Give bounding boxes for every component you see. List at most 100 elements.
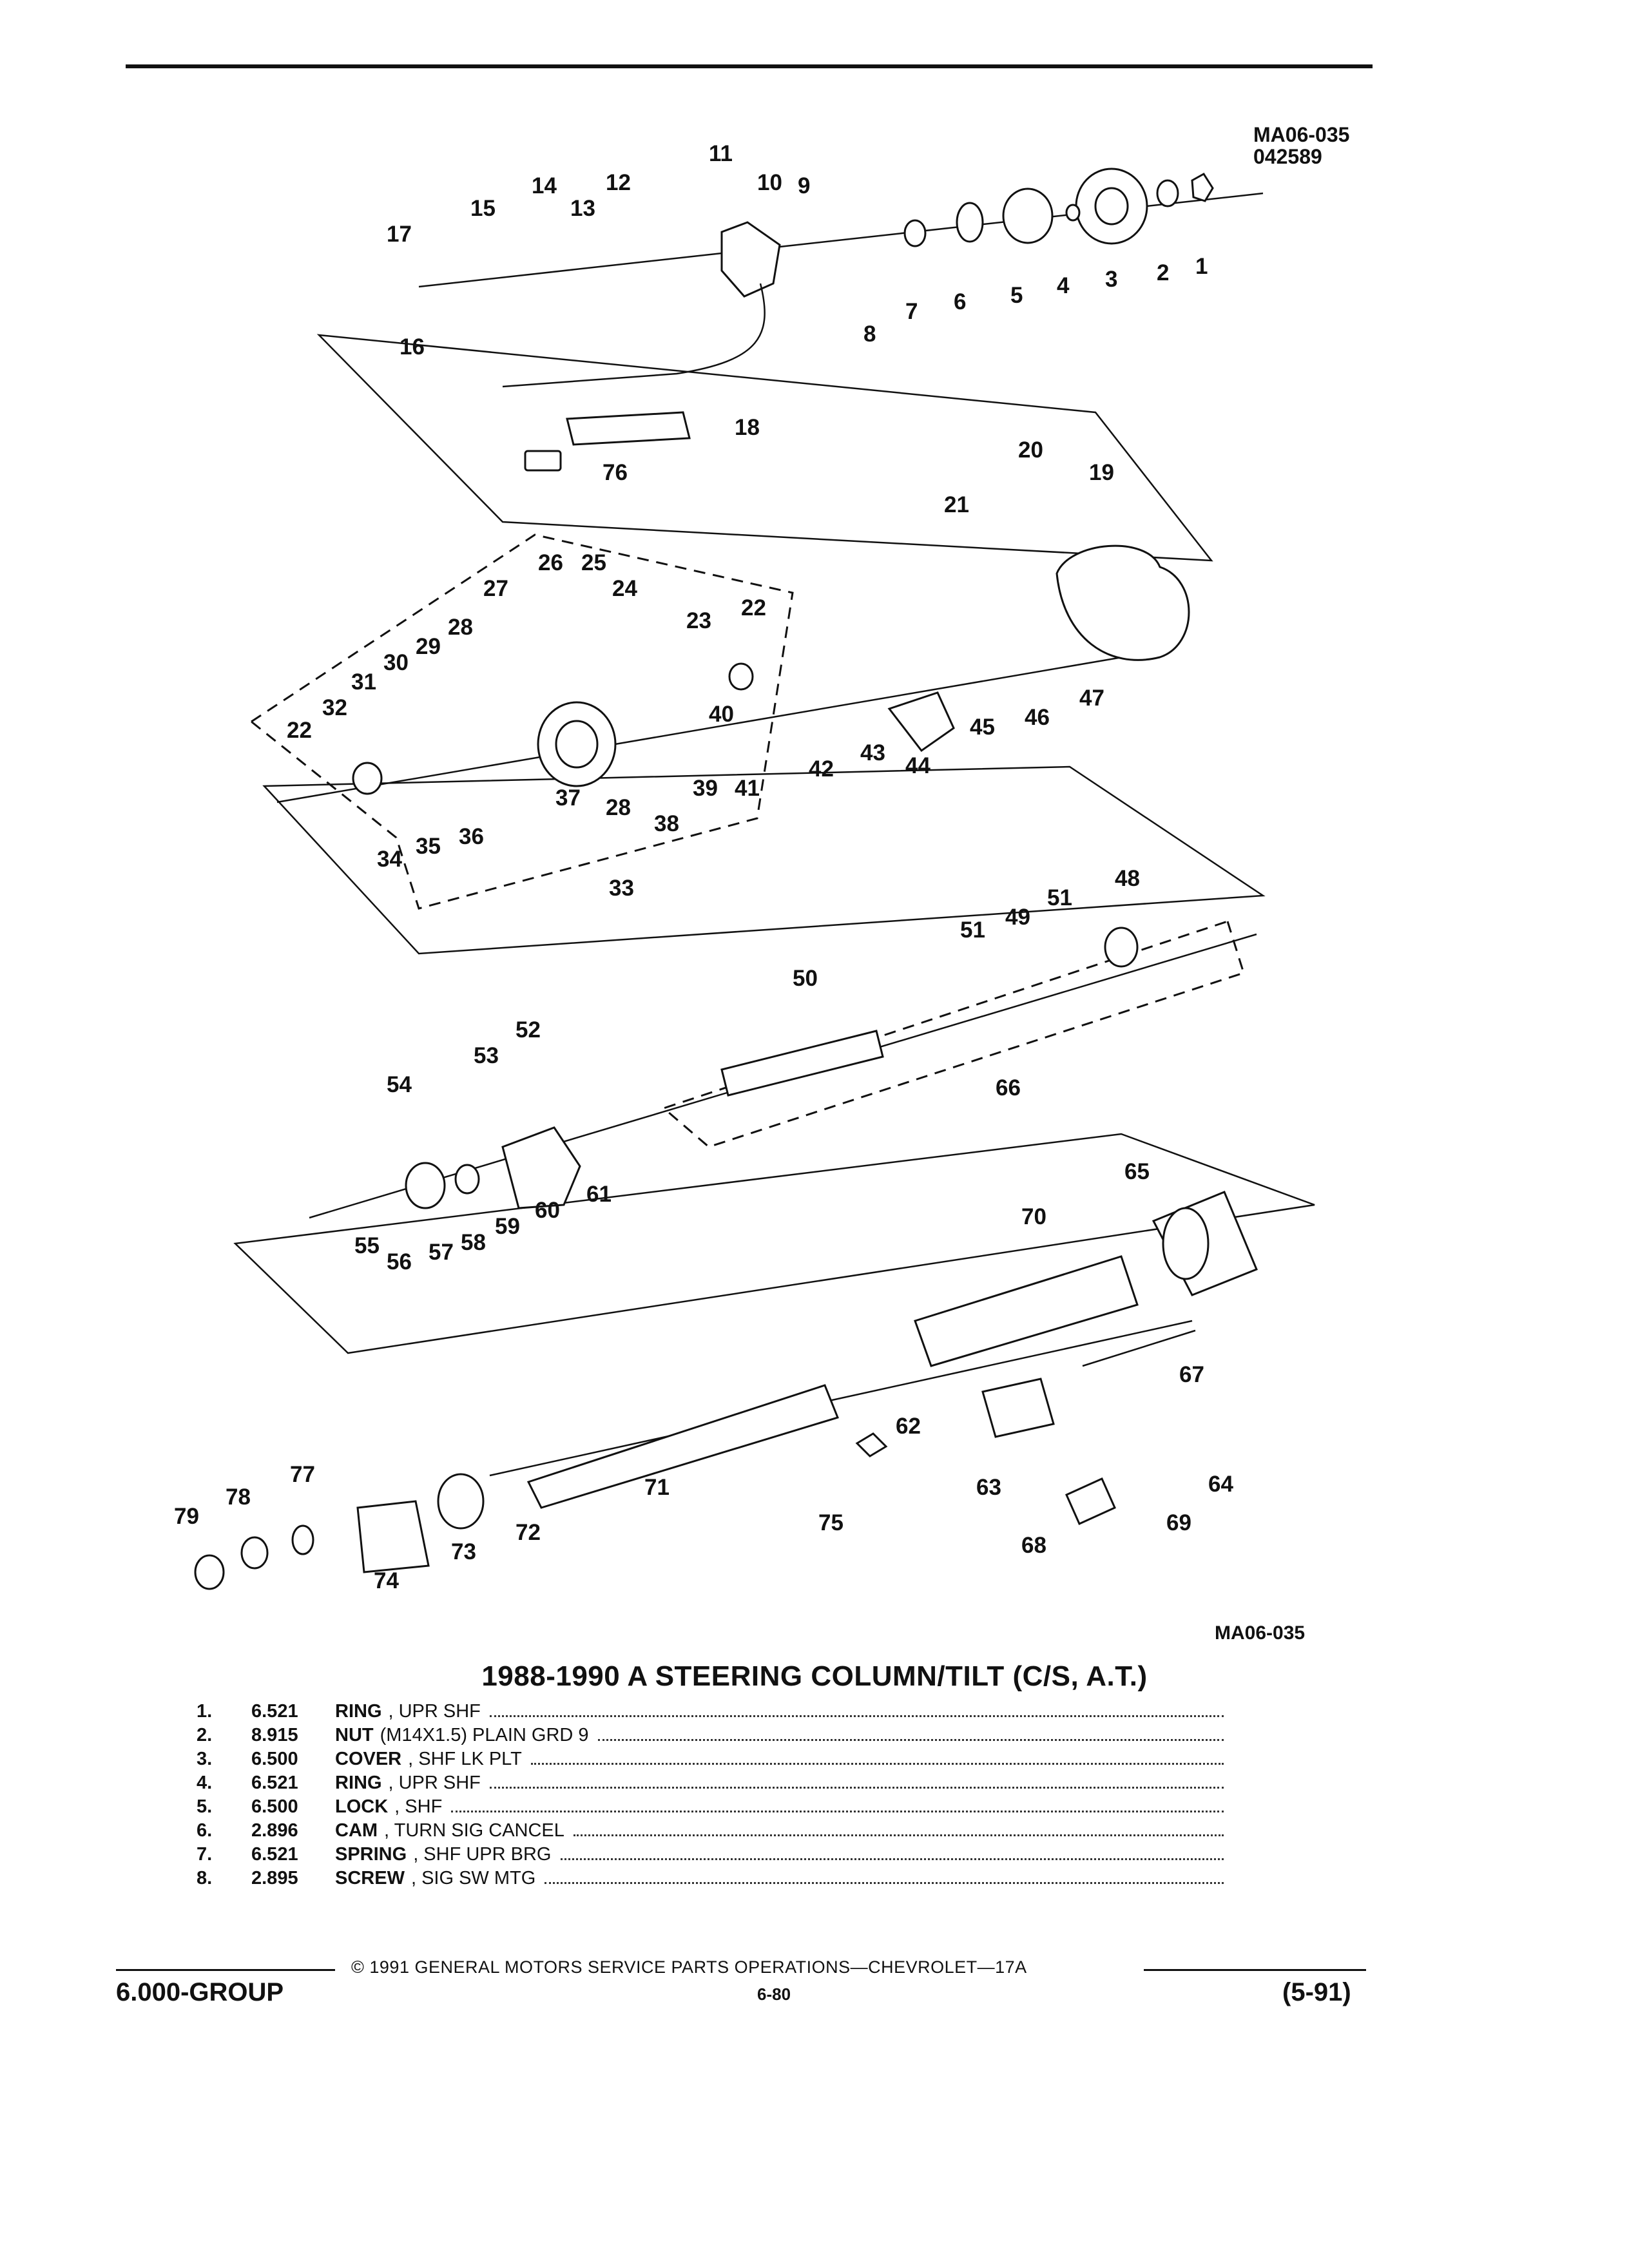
subassembly-66-outline: [662, 920, 1245, 1148]
callout-46: 46: [1025, 705, 1050, 730]
callout-39: 39: [693, 776, 718, 801]
part-description: , UPR SHF: [388, 1701, 481, 1722]
footer-rule-right: [1144, 1969, 1366, 1971]
callout-21: 21: [944, 492, 969, 517]
section-panel-2: [262, 765, 1266, 955]
callout-10: 10: [757, 170, 782, 195]
callout-22: 22: [741, 595, 766, 620]
leader-dots: [560, 1858, 1224, 1860]
leader-dots: [545, 1881, 1224, 1884]
item-number: 2.: [197, 1725, 213, 1745]
group-code: 6.521: [251, 1773, 298, 1793]
item-number: 1.: [197, 1701, 213, 1722]
group-code: 8.915: [251, 1725, 298, 1745]
callout-16: 16: [400, 334, 425, 360]
callout-62: 62: [896, 1414, 921, 1439]
callout-37: 37: [555, 785, 581, 811]
callout-12: 12: [606, 170, 631, 195]
top-rule: [126, 64, 1373, 68]
subassembly-33-outline: [249, 533, 794, 910]
callout-9: 9: [798, 173, 810, 198]
footer-rule-left: [116, 1969, 335, 1971]
part-name: CAM: [335, 1820, 378, 1841]
callout-34: 34: [377, 847, 402, 872]
parts-list-row: 2. 8.915 NUT (M14X1.5) PLAIN GRD 9: [197, 1725, 1228, 1749]
callout-59: 59: [495, 1214, 520, 1239]
clip-part-76: [524, 450, 562, 472]
callout-53: 53: [474, 1043, 499, 1068]
callout-4: 4: [1057, 273, 1070, 298]
callout-75: 75: [818, 1510, 843, 1535]
callout-28: 28: [448, 615, 473, 640]
parts-list-row: 3. 6.500 COVER , SHF LK PLT: [197, 1749, 1228, 1773]
callout-51a: 51: [960, 918, 985, 943]
callout-50: 50: [793, 966, 818, 991]
ring-part-77: [291, 1524, 314, 1555]
copyright-notice: © 1991 GENERAL MOTORS SERVICE PARTS OPER…: [351, 1957, 1027, 1977]
callout-27: 27: [483, 576, 508, 601]
part-description: (M14X1.5) PLAIN GRD 9: [380, 1725, 589, 1745]
parts-list-row: 7. 6.521 SPRING , SHF UPR BRG: [197, 1844, 1228, 1868]
item-number: 8.: [197, 1868, 213, 1888]
leader-dots: [573, 1834, 1224, 1836]
section-panel-3: [233, 1133, 1315, 1354]
callout-42: 42: [809, 756, 834, 782]
part-name: LOCK: [335, 1796, 389, 1817]
callout-23: 23: [686, 608, 711, 633]
part-name: COVER: [335, 1749, 402, 1769]
callout-1: 1: [1195, 254, 1208, 279]
figure-reference-bottom: MA06-035: [1215, 1622, 1306, 1644]
callout-11: 11: [709, 141, 733, 166]
part-name: RING: [335, 1701, 382, 1722]
group-code: 6.521: [251, 1844, 298, 1865]
ring-part-1: [1191, 173, 1214, 202]
callout-52: 52: [516, 1017, 541, 1043]
callout-19: 19: [1089, 460, 1114, 485]
part-description: , SIG SW MTG: [410, 1868, 536, 1888]
rod-part-67: [1082, 1329, 1196, 1367]
callout-77: 77: [290, 1462, 315, 1487]
callout-60: 60: [535, 1198, 560, 1223]
plate-part-57: [405, 1162, 446, 1209]
shaft-part-71: [526, 1384, 839, 1509]
parts-list-row: 8. 2.895 SCREW , SIG SW MTG: [197, 1868, 1228, 1892]
adapter-part-73: [356, 1500, 430, 1573]
part-name: NUT: [335, 1725, 374, 1745]
shaft-part-50: [720, 1030, 884, 1097]
part-description: , SHF: [394, 1796, 443, 1817]
cam-part-6: [956, 202, 984, 243]
item-number: 4.: [197, 1773, 213, 1793]
section-panel-1: [316, 334, 1213, 562]
spring-part-7: [903, 219, 927, 247]
callout-20: 20: [1018, 437, 1043, 463]
callout-2: 2: [1157, 260, 1169, 285]
group-code: 6.500: [251, 1749, 298, 1769]
part-name: SPRING: [335, 1844, 407, 1865]
ring-part-79: [194, 1554, 225, 1590]
callout-15: 15: [470, 196, 496, 221]
callout-17: 17: [387, 222, 412, 247]
leader-dots: [451, 1810, 1224, 1812]
callout-38: 38: [654, 811, 679, 836]
clip-part-75: [855, 1432, 888, 1457]
group-number: 6.000-GROUP: [116, 1978, 284, 2006]
bracket-part-18: [566, 411, 691, 446]
parts-list-row: 6. 2.896 CAM , TURN SIG CANCEL: [197, 1820, 1228, 1844]
callout-41: 41: [735, 776, 760, 801]
callout-29: 29: [416, 634, 441, 659]
housing-part-37-inner: [555, 720, 599, 769]
group-code: 6.500: [251, 1796, 298, 1817]
ring-part-58: [454, 1164, 480, 1195]
parts-list-row: 1. 6.521 RING , UPR SHF: [197, 1701, 1228, 1725]
callout-33: 33: [609, 876, 634, 901]
callout-79: 79: [174, 1504, 199, 1529]
lock-part-5: [1002, 187, 1054, 244]
callout-44: 44: [905, 753, 930, 778]
switch-part-11: [720, 221, 781, 298]
callout-57: 57: [429, 1240, 454, 1265]
callout-30: 30: [383, 650, 409, 675]
lock-housing-cover-19: [1055, 544, 1190, 661]
callout-61: 61: [586, 1182, 612, 1207]
callout-25: 25: [581, 550, 606, 575]
